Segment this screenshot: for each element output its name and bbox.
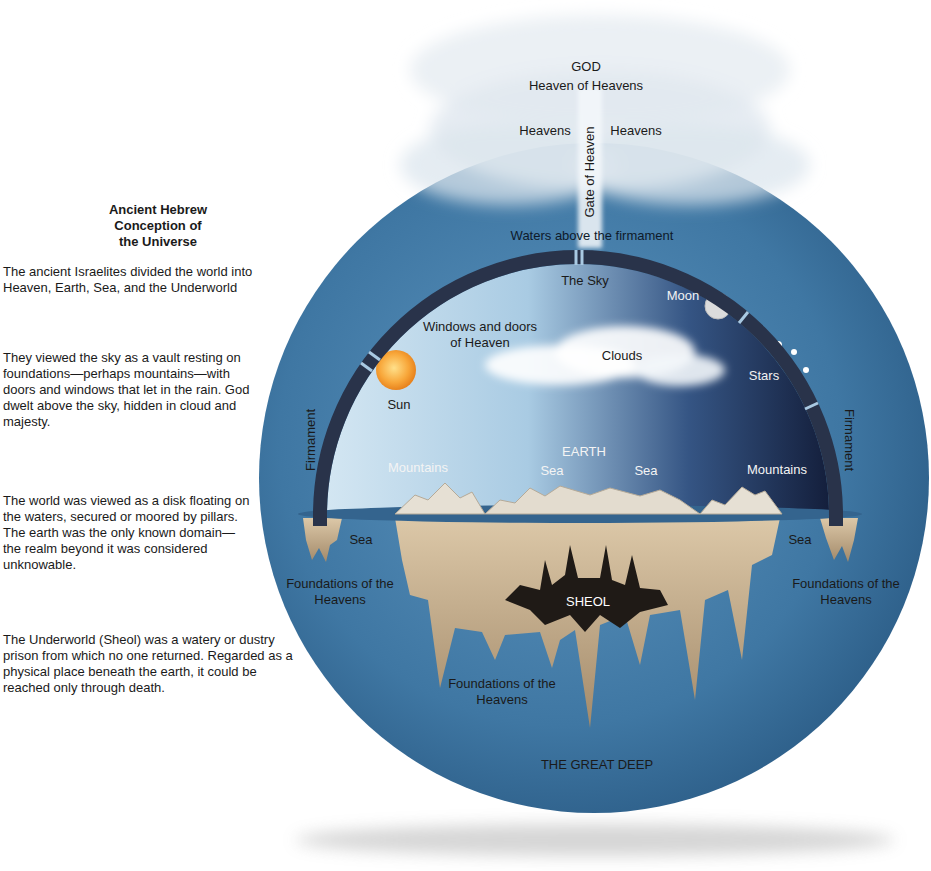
window-gap bbox=[361, 363, 372, 371]
part-label: Waters above the firmament bbox=[511, 228, 674, 244]
part-label: Mountains bbox=[388, 460, 448, 476]
part-label: Mountains bbox=[747, 462, 807, 478]
part-label: Sea bbox=[349, 532, 372, 548]
heaven-fog bbox=[400, 15, 810, 205]
part-label: SHEOL bbox=[566, 594, 610, 610]
part-label: Moon bbox=[667, 288, 700, 304]
star bbox=[791, 349, 797, 355]
part-label: Gate of Heaven bbox=[582, 126, 598, 217]
part-label: Foundations of the Heavens bbox=[285, 576, 395, 608]
sheol-cavern bbox=[505, 545, 668, 632]
sky-vault bbox=[327, 264, 829, 515]
fog-cloud bbox=[570, 125, 810, 205]
part-label: Heavens bbox=[610, 123, 661, 139]
explanation-note: The Underworld (Sheol) was a watery or d… bbox=[3, 632, 301, 696]
clouds-illustration bbox=[485, 326, 725, 386]
mountain bbox=[700, 487, 782, 514]
part-label: Sun bbox=[387, 397, 410, 413]
explanation-note: The ancient Israelites divided the world… bbox=[3, 264, 303, 296]
windows-of-heaven bbox=[361, 250, 818, 409]
part-label: Firmament bbox=[303, 409, 319, 471]
part-label: THE GREAT DEEP bbox=[541, 757, 653, 773]
window-gap bbox=[581, 250, 584, 265]
mountain bbox=[395, 483, 485, 514]
part-label: Stars bbox=[749, 368, 779, 384]
part-label: Foundations of the Heavens bbox=[447, 676, 557, 708]
cloud bbox=[635, 354, 725, 386]
window-gap bbox=[739, 312, 748, 323]
earth-foundations bbox=[395, 518, 780, 728]
window-gap bbox=[805, 403, 818, 409]
part-label: Windows and doors of Heaven bbox=[420, 319, 540, 351]
part-label: Heaven of Heavens bbox=[529, 78, 643, 94]
part-label: EARTH bbox=[562, 444, 606, 460]
part-label: Sea bbox=[634, 463, 657, 479]
explanation-note: They viewed the sky as a vault resting o… bbox=[3, 350, 258, 430]
explanation-note: The world was viewed as a disk floating … bbox=[3, 493, 253, 573]
gate-of-heaven-column bbox=[578, 88, 602, 248]
part-label: Foundations of the Heavens bbox=[791, 576, 901, 608]
star bbox=[803, 367, 809, 373]
part-label: Clouds bbox=[602, 348, 642, 364]
firmament-arch bbox=[320, 257, 836, 526]
ground-shadow bbox=[295, 824, 895, 856]
window-gap bbox=[369, 352, 380, 360]
part-label: The Sky bbox=[561, 273, 609, 289]
part-label: Firmament bbox=[841, 409, 857, 471]
diagram-title: Ancient Hebrew Conception of the Univers… bbox=[103, 202, 213, 250]
part-label: GOD bbox=[571, 59, 601, 75]
part-label: Sea bbox=[540, 463, 563, 479]
part-label: Heavens bbox=[519, 123, 570, 139]
part-label: Sea bbox=[788, 532, 811, 548]
window-gap bbox=[575, 250, 578, 265]
mountain bbox=[485, 486, 700, 514]
